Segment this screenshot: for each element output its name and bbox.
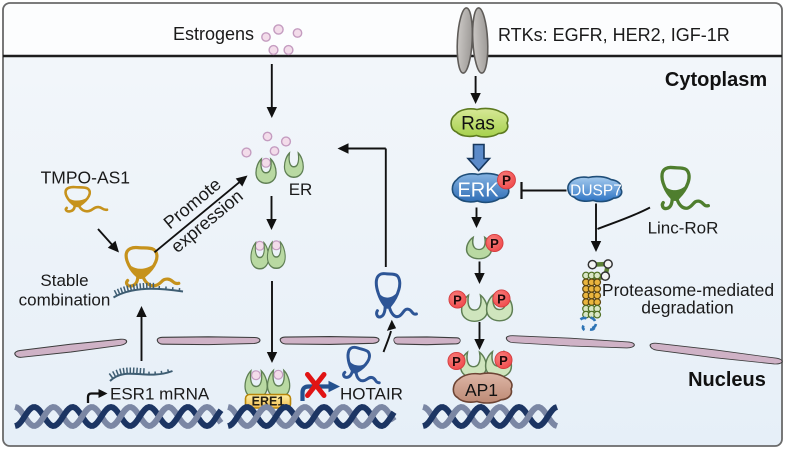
- svg-text:combination: combination: [19, 291, 111, 310]
- svg-text:Estrogens: Estrogens: [173, 24, 254, 44]
- svg-text:degradation: degradation: [641, 298, 733, 318]
- svg-text:Ras: Ras: [461, 114, 495, 135]
- svg-text:ER: ER: [289, 180, 313, 199]
- svg-text:Stable: Stable: [40, 271, 88, 290]
- svg-text:HOTAIR: HOTAIR: [340, 385, 403, 404]
- svg-text:P: P: [453, 292, 462, 307]
- svg-text:TMPO-AS1: TMPO-AS1: [41, 168, 130, 188]
- svg-text:P: P: [452, 354, 461, 369]
- svg-text:P: P: [499, 353, 508, 368]
- svg-text:ERK: ERK: [457, 180, 499, 202]
- svg-text:P: P: [502, 173, 511, 188]
- svg-text:Cytoplasm: Cytoplasm: [665, 69, 767, 91]
- svg-text:Linc-RoR: Linc-RoR: [648, 219, 719, 238]
- svg-text:Nucleus: Nucleus: [688, 369, 766, 391]
- svg-text:RTKs: EGFR, HER2, IGF-1R: RTKs: EGFR, HER2, IGF-1R: [498, 25, 730, 45]
- svg-text:ESR1 mRNA: ESR1 mRNA: [110, 385, 210, 404]
- svg-text:AP1: AP1: [465, 380, 498, 400]
- svg-text:P: P: [497, 291, 506, 306]
- svg-text:P: P: [490, 236, 499, 251]
- svg-text:DUSP7: DUSP7: [570, 183, 622, 200]
